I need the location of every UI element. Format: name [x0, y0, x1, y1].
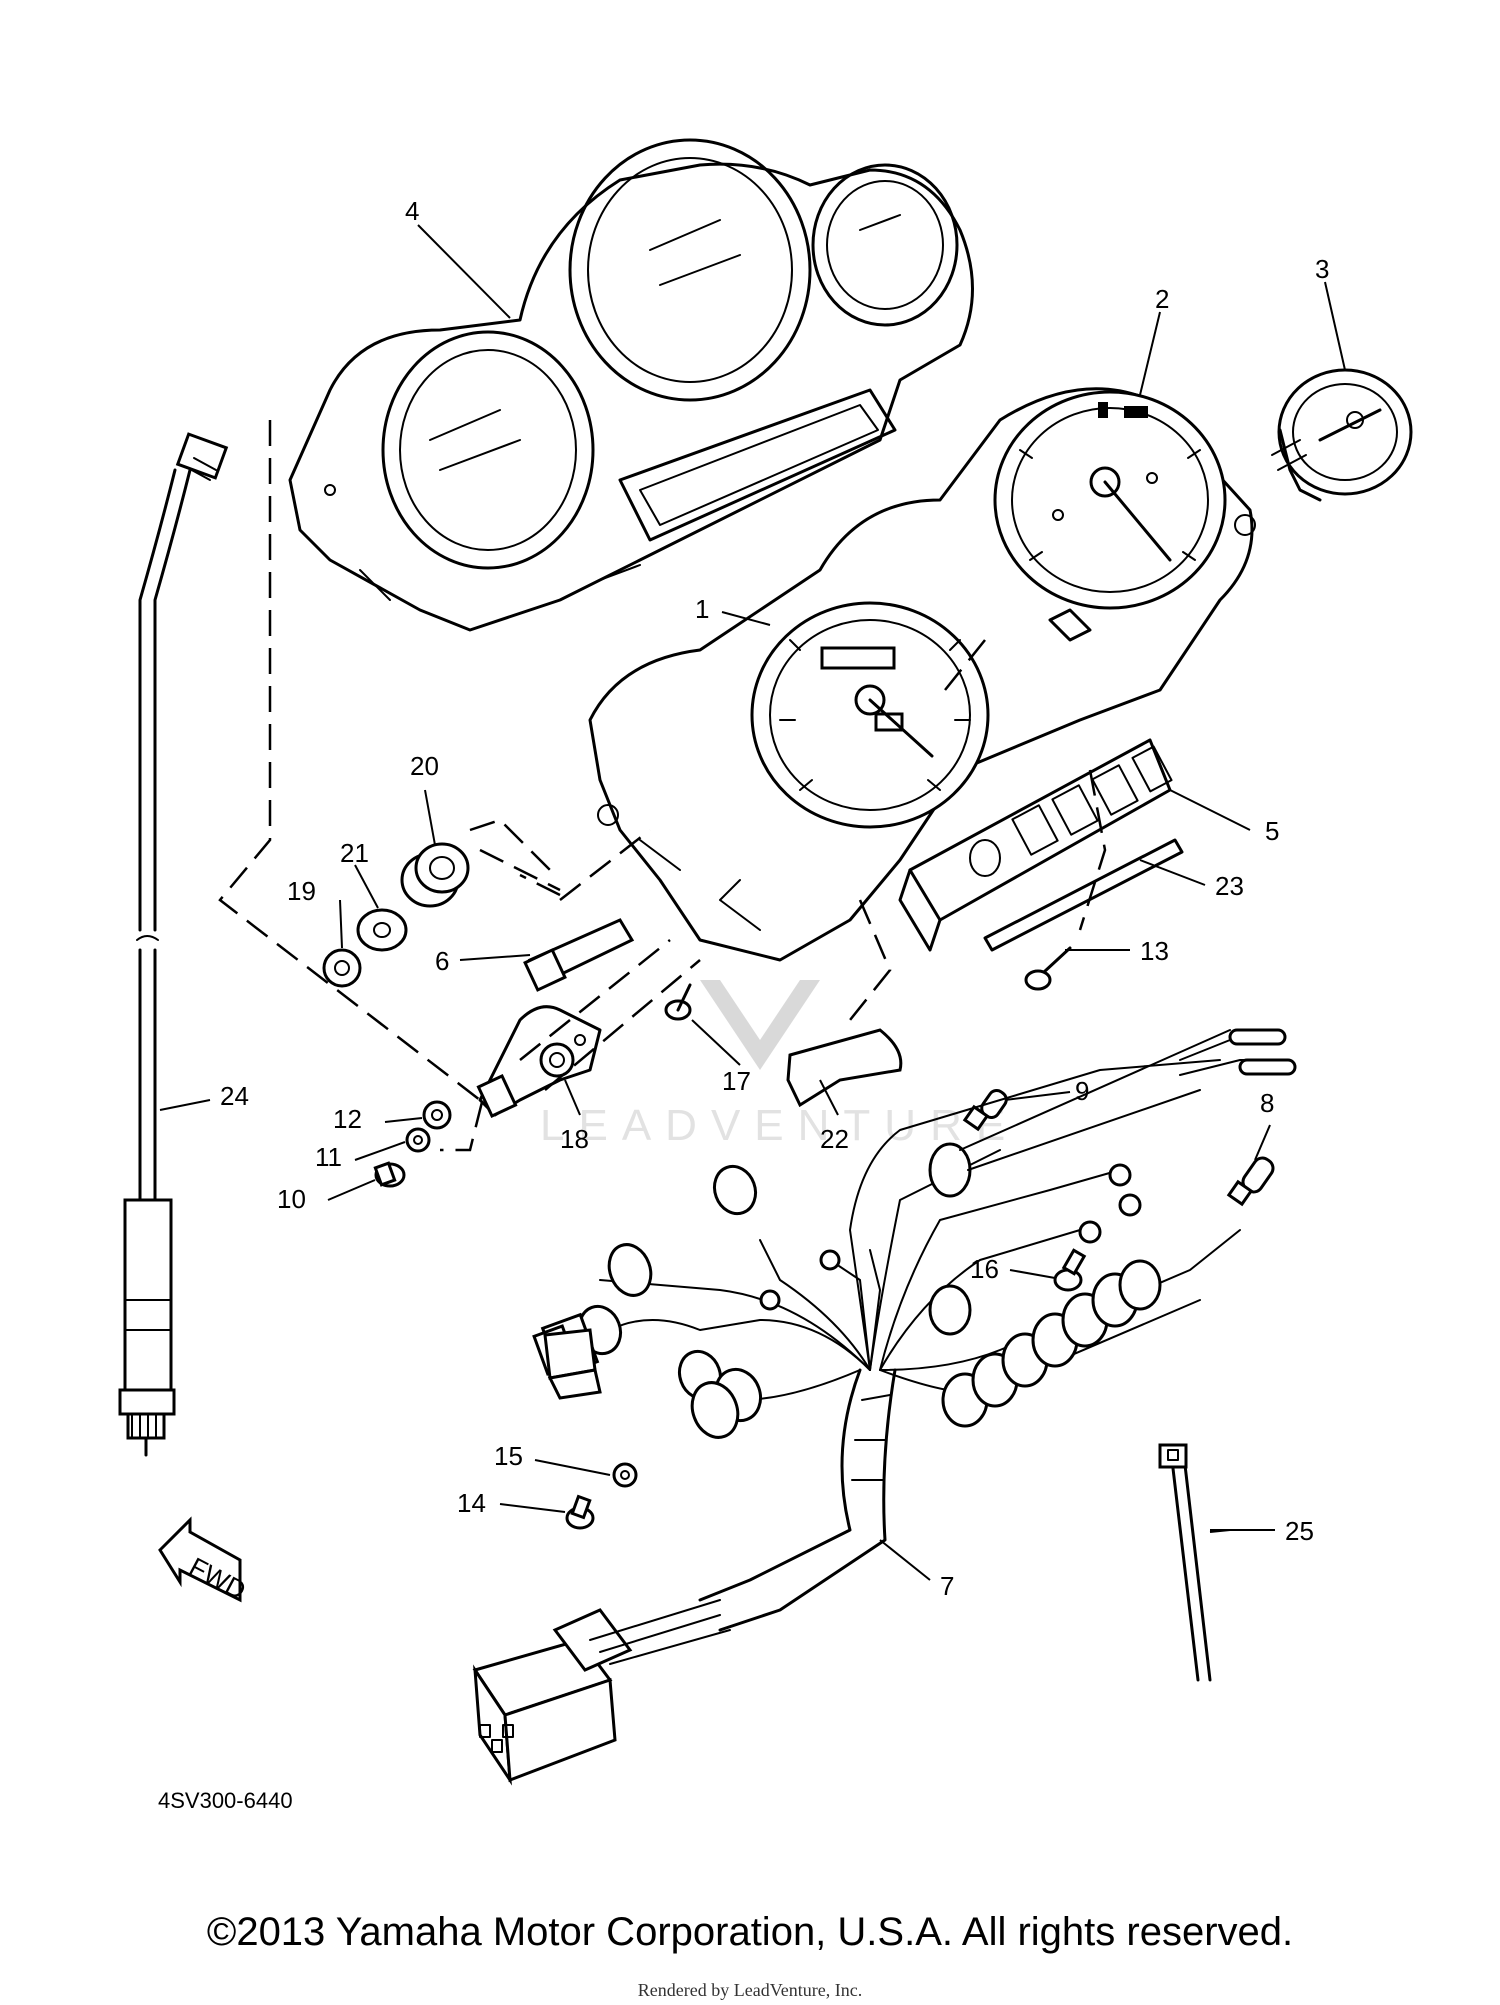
band-part-25[interactable]	[1158, 1443, 1212, 1682]
leadventure-watermark: LEADVENTURE	[540, 980, 1019, 1150]
nut-part-12[interactable]	[422, 1100, 452, 1130]
screw-part-10[interactable]	[373, 1161, 406, 1188]
forward-arrow: FWD	[158, 1516, 251, 1605]
screw-part-13[interactable]	[1024, 946, 1072, 991]
screw-part-17[interactable]	[664, 983, 692, 1021]
diagram-code: 4SV300-6440	[158, 1788, 293, 1813]
bulb-part-9[interactable]	[962, 1087, 1010, 1132]
callout-8: 8	[1260, 1088, 1274, 1118]
rendered-by-credit: Rendered by LeadVenture, Inc.	[637, 1980, 863, 2000]
callout-12: 12	[333, 1104, 362, 1134]
callout-10: 10	[277, 1184, 306, 1214]
callout-21: 21	[340, 838, 369, 868]
callout-22: 22	[820, 1124, 849, 1154]
gear-unit-part-18[interactable]	[476, 1005, 602, 1118]
copyright-notice: ©2013 Yamaha Motor Corporation, U.S.A. A…	[206, 1910, 1294, 1954]
callout-9: 9	[1075, 1076, 1089, 1106]
harness-connector[interactable]	[472, 1599, 731, 1786]
callout-7: 7	[940, 1571, 954, 1601]
collar-part-21[interactable]	[356, 908, 408, 952]
meter-assembly[interactable]	[588, 387, 1256, 962]
wire-harness-part-7[interactable]	[472, 1028, 1297, 1786]
assembly-dashed-lines	[218, 420, 1107, 1152]
grommet-part-20[interactable]	[400, 842, 470, 908]
speedometer-cable-part-24[interactable]	[118, 432, 229, 1457]
leader-lines	[159, 224, 1346, 1581]
callout-2: 2	[1155, 284, 1169, 314]
collar-part-19[interactable]	[322, 948, 362, 988]
tachometer-part-2[interactable]	[993, 390, 1227, 610]
screw-part-14[interactable]	[565, 1494, 595, 1530]
speedometer-part-1[interactable]	[750, 601, 990, 829]
indicator-unit-part-3[interactable]	[1271, 368, 1413, 502]
callout-11: 11	[315, 1142, 342, 1172]
strip-part-23[interactable]	[983, 838, 1184, 952]
washer-part-15[interactable]	[612, 1462, 638, 1488]
damper-part-6[interactable]	[523, 918, 635, 992]
callout-3: 3	[1315, 254, 1329, 284]
callout-5: 5	[1265, 816, 1279, 846]
callout-6: 6	[435, 946, 449, 976]
callout-25: 25	[1285, 1516, 1314, 1546]
callout-20: 20	[410, 751, 439, 781]
callout-14: 14	[457, 1488, 486, 1518]
callout-16: 16	[970, 1254, 999, 1284]
callout-15: 15	[494, 1441, 523, 1471]
watermark-text: LEADVENTURE	[540, 1101, 1019, 1150]
screw-part-16[interactable]	[1053, 1248, 1087, 1292]
callout-18: 18	[560, 1124, 589, 1154]
callout-23: 23	[1215, 871, 1244, 901]
plate-part-22[interactable]	[786, 1028, 903, 1108]
callout-17: 17	[722, 1066, 751, 1096]
meter-cover-part-4[interactable]	[288, 138, 974, 632]
bulb-part-8[interactable]	[1226, 1155, 1277, 1207]
callout-24: 24	[220, 1081, 249, 1111]
callout-labels: 4 2 3 1 5 23 13 6 7 8 9 10 11 12 14 15 1…	[220, 196, 1329, 1601]
washer-part-11[interactable]	[405, 1127, 431, 1153]
callout-13: 13	[1140, 936, 1169, 966]
callout-19: 19	[287, 876, 316, 906]
callout-1: 1	[695, 594, 709, 624]
callout-4: 4	[405, 196, 419, 226]
